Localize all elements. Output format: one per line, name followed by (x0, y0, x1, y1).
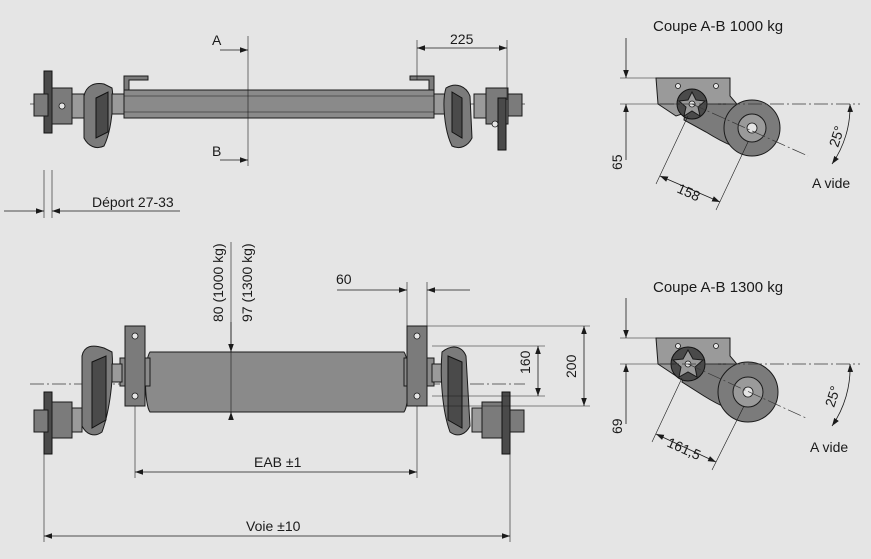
front-view-dimensions (43, 242, 590, 542)
section-1300-height: 69 (609, 418, 625, 434)
section-1000-drawing (620, 38, 860, 211)
eab-label: EAB ±1 (254, 454, 302, 470)
top-view-axle (30, 70, 525, 151)
tube-1300-label: 97 (1300 kg) (239, 243, 255, 322)
section-1300-state: A vide (810, 439, 848, 455)
front-view-axle (30, 325, 525, 455)
dim-160-label: 160 (517, 350, 533, 374)
section-a-label: A (212, 32, 222, 48)
section-1000-title: Coupe A-B 1000 kg (653, 18, 783, 35)
top-view-dimensions (4, 36, 508, 218)
voie-label: Voie ±10 (246, 518, 301, 534)
section-1300-drawing (620, 298, 860, 471)
section-1300-title: Coupe A-B 1300 kg (653, 279, 783, 296)
dim-200-label: 200 (563, 354, 579, 378)
section-1300-angle: 25° (822, 384, 844, 409)
offset-dimension-label: 225 (450, 31, 474, 47)
section-1000-angle: 25° (826, 124, 848, 149)
section-1000-state: A vide (812, 175, 850, 191)
section-b-label: B (212, 143, 221, 159)
tube-1000-label: 80 (1000 kg) (210, 243, 226, 322)
section-1300-length: 161,5 (665, 434, 704, 463)
dim-60-label: 60 (336, 271, 352, 287)
section-1000-length: 158 (675, 180, 703, 204)
deport-label: Déport 27-33 (92, 194, 174, 210)
section-1000-height: 65 (609, 154, 625, 170)
